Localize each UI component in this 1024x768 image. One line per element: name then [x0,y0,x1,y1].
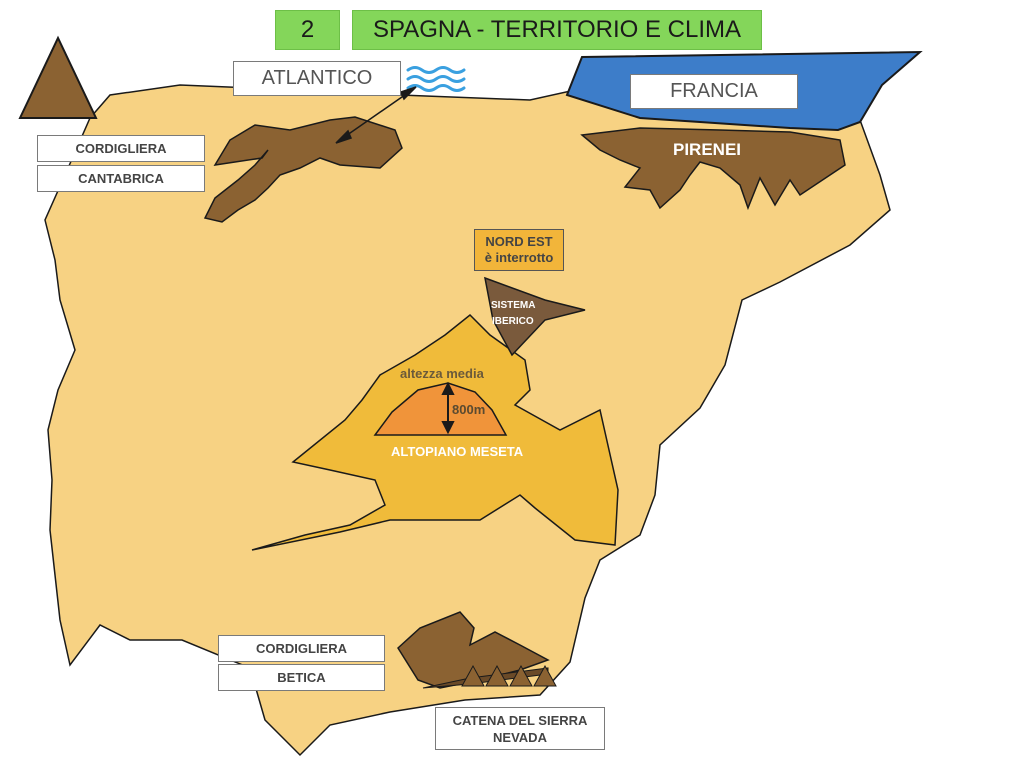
nord-est-line2: è interrotto [484,250,554,265]
sierra-nevada-peak-3 [509,664,533,687]
water-waves-icon [406,66,466,92]
sierra-nevada-peak-1 [461,664,485,687]
mountain-legend-icon [18,35,98,119]
betic-mountains [397,611,550,689]
meseta-label: ALTOPIANO MESETA [391,444,524,459]
cordigliera-betica-line2: BETICA [218,664,385,691]
francia-label: FRANCIA [630,74,798,109]
cordigliera-betica-line1: CORDIGLIERA [218,635,385,662]
atlantic-link-arrow [335,86,417,144]
slide-number: 2 [275,10,340,50]
pirenei-label: PIRENEI [673,140,742,159]
sistema-iberico-line1: SISTEMA [491,300,536,311]
slide-title: SPAGNA - TERRITORIO E CLIMA [352,10,762,50]
sierra-nevada-label: CATENA DEL SIERRA NEVADA [435,707,605,750]
nord-est-line1: NORD EST [485,234,553,249]
cantabrian-mountains [203,116,403,223]
atlantico-label: ATLANTICO [233,61,401,96]
pyrenees-mountains [580,127,846,211]
height-arrow [441,381,455,435]
nord-est-note: NORD EST è interrotto [474,229,564,271]
cordigliera-cantabrica-line1: CORDIGLIERA [37,135,205,162]
altezza-value-label: 800m [452,402,486,417]
altopiano-plateau [373,382,508,436]
sistema-iberico-line2: IBERICO [492,316,534,327]
cordigliera-cantabrica-line2: CANTABRICA [37,165,205,192]
sierra-nevada-line2: NEVADA [493,729,547,745]
sierra-nevada-line1: CATENA DEL SIERRA [452,712,588,728]
altezza-media-label: altezza media [400,366,484,381]
sierra-nevada-peak-4 [533,664,557,687]
sierra-nevada-peak-2 [485,664,509,687]
sistema-iberico-mountain [484,276,586,357]
